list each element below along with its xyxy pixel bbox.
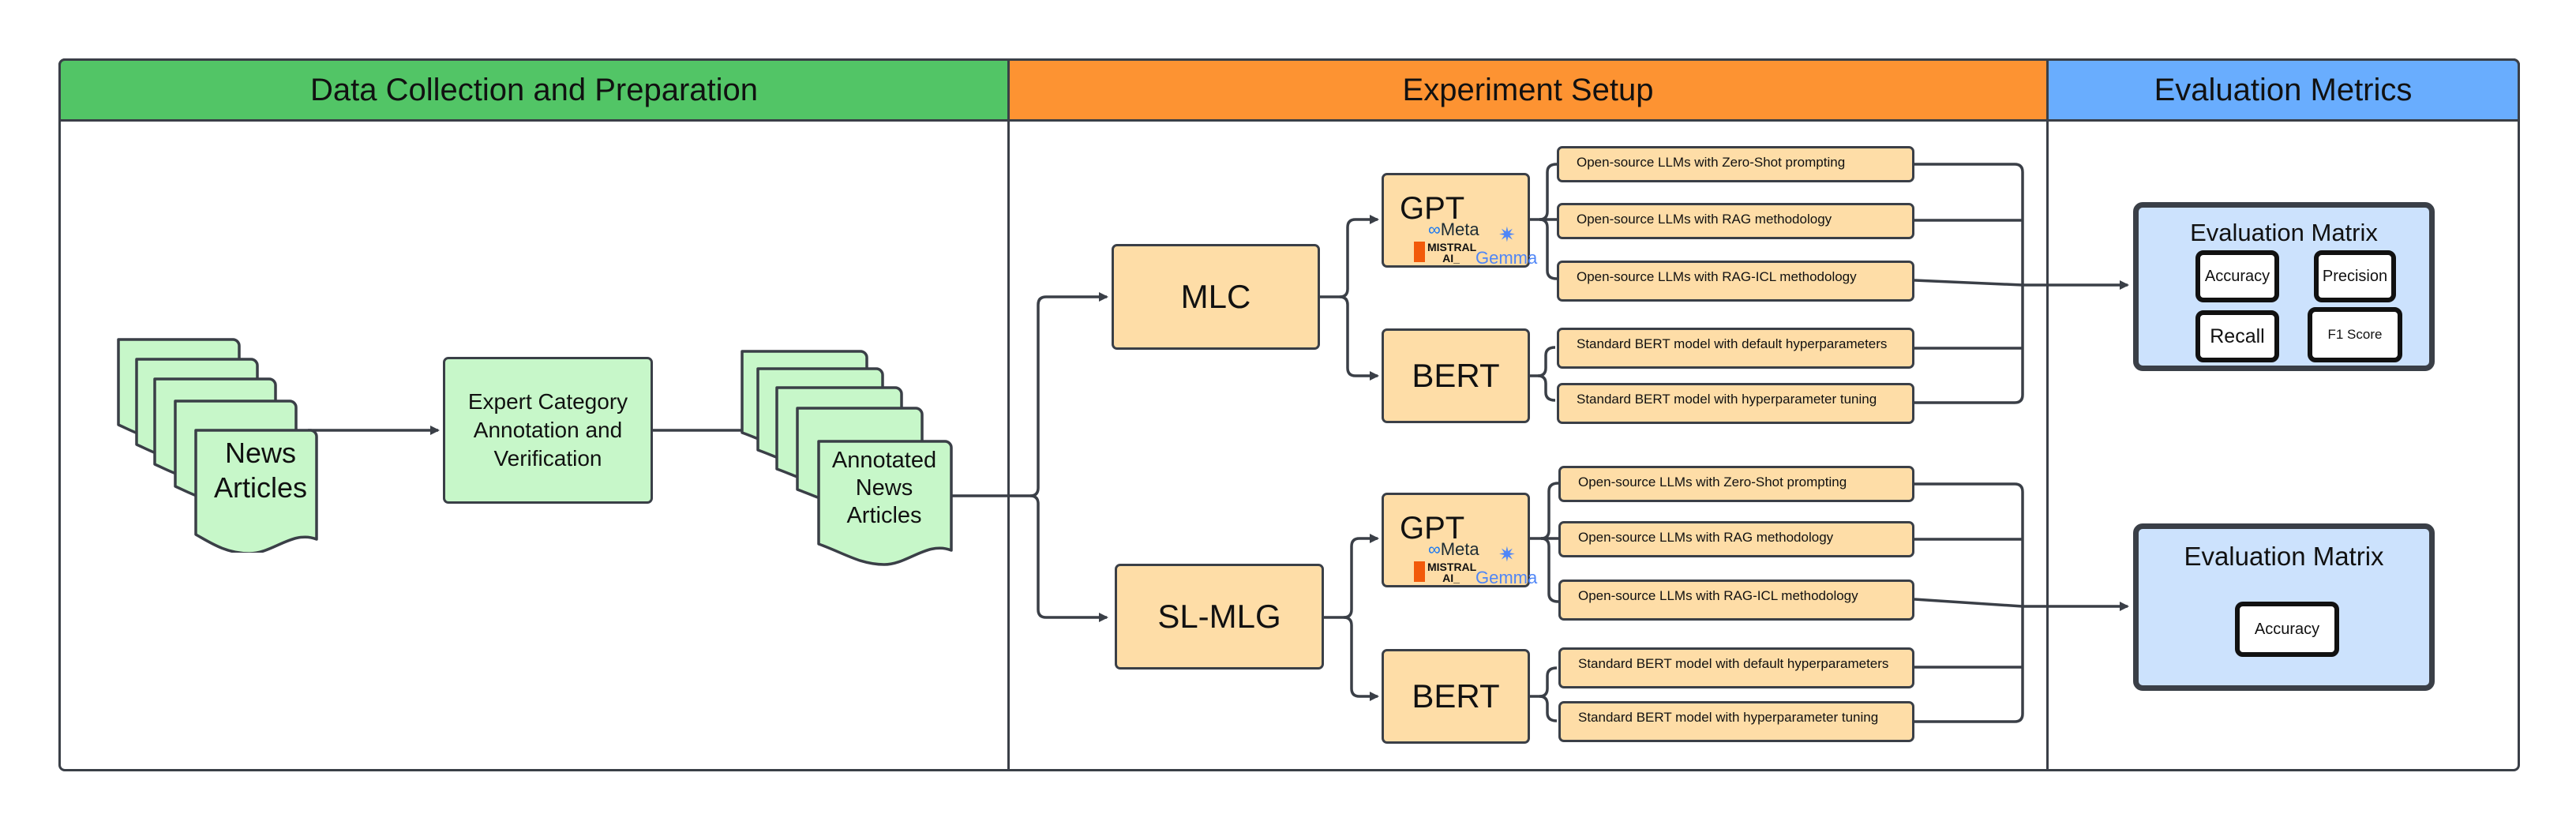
slmlg-method-bert-tuning: Standard BERT model with hyperparameter … [1558,701,1914,742]
mlc-method-rag-icl: Open-source LLMs with RAG-ICL methodolog… [1557,261,1914,302]
section-divider [1007,120,1010,771]
mlc-meta-logo: ∞Meta [1428,219,1479,239]
metric-recall: Recall [2195,310,2279,362]
mlc-method-rag: Open-source LLMs with RAG methodology [1557,203,1914,239]
evaluation-matrix-2: Evaluation Matrix Accuracy [2133,523,2435,691]
news-articles-stack [117,338,318,553]
section-title-experiment-setup: Experiment Setup [1402,72,1654,107]
evaluation-matrix-1-title: Evaluation Matrix [2190,219,2378,246]
mlc-bert-label: BERT [1412,357,1500,394]
gemma-sparkle-icon: ✷ [1498,542,1516,566]
slmlg-bert-box: BERT [1382,649,1530,744]
mlc-method-bert-tuning: Standard BERT model with hyperparameter … [1557,383,1914,424]
evaluation-matrix-1: Evaluation Matrix Accuracy Precision Rec… [2133,202,2435,371]
section-header-data-collection: Data Collection and Preparation [58,58,1010,122]
section-header-experiment-setup: Experiment Setup [1007,58,2049,122]
mlc-box: MLC [1112,244,1320,350]
slmlg-label: SL-MLG [1157,598,1281,635]
mistral-icon [1414,561,1425,582]
section-header-evaluation-metrics: Evaluation Metrics [2046,58,2520,122]
expert-annotation-box: Expert Category Annotation and Verificat… [443,357,653,504]
slmlg-gpt-label: GPT [1400,511,1465,546]
meta-icon: ∞ [1428,539,1441,559]
meta-icon: ∞ [1428,219,1441,239]
annotated-articles-label: Annotated News Articles [831,448,937,528]
expert-annotation-label: Expert Category Annotation and Verificat… [467,389,628,471]
section-title-evaluation-metrics: Evaluation Metrics [2154,72,2413,107]
slmlg-mistral-logo: MISTRAL AI_ [1427,561,1477,584]
annotated-articles-stack [741,350,953,566]
mlc-gpt-box: GPT ∞Meta MISTRAL AI_ Gemma ✷ [1382,173,1537,268]
mlc-gemma-logo: Gemma [1475,248,1538,268]
slmlg-method-zero-shot: Open-source LLMs with Zero-Shot promptin… [1558,466,1914,502]
evaluation-matrix-2-title: Evaluation Matrix [2184,542,2384,571]
slmlg-method-bert-default: Standard BERT model with default hyperpa… [1558,647,1914,688]
mlc-bert-box: BERT [1382,328,1530,423]
metric-f1-score: F1 Score [2308,307,2402,362]
slmlg-method-rag-icl: Open-source LLMs with RAG-ICL methodolog… [1558,580,1914,621]
slmlg-meta-logo: ∞Meta [1428,539,1479,559]
mlc-method-zero-shot: Open-source LLMs with Zero-Shot promptin… [1557,146,1914,182]
metric-accuracy: Accuracy [2195,250,2279,302]
slmlg-method-rag: Open-source LLMs with RAG methodology [1558,521,1914,557]
mlc-mistral-logo: MISTRAL AI_ [1427,241,1477,264]
section-divider [2046,120,2049,771]
metric-accuracy: Accuracy [2235,602,2339,657]
slmlg-gpt-box: GPT ∞Meta MISTRAL AI_ Gemma ✷ [1382,493,1537,587]
metric-precision: Precision [2314,250,2396,302]
mlc-method-bert-default: Standard BERT model with default hyperpa… [1557,328,1914,369]
section-title-data-collection: Data Collection and Preparation [309,72,758,107]
slmlg-box: SL-MLG [1115,564,1324,670]
gemma-sparkle-icon: ✷ [1498,223,1516,246]
mistral-icon [1414,242,1425,262]
mlc-label: MLC [1180,278,1251,315]
news-articles-label: News Articles [213,437,308,504]
slmlg-gemma-logo: Gemma [1475,568,1538,587]
mlc-gpt-label: GPT [1400,191,1465,226]
slmlg-bert-label: BERT [1412,677,1500,715]
